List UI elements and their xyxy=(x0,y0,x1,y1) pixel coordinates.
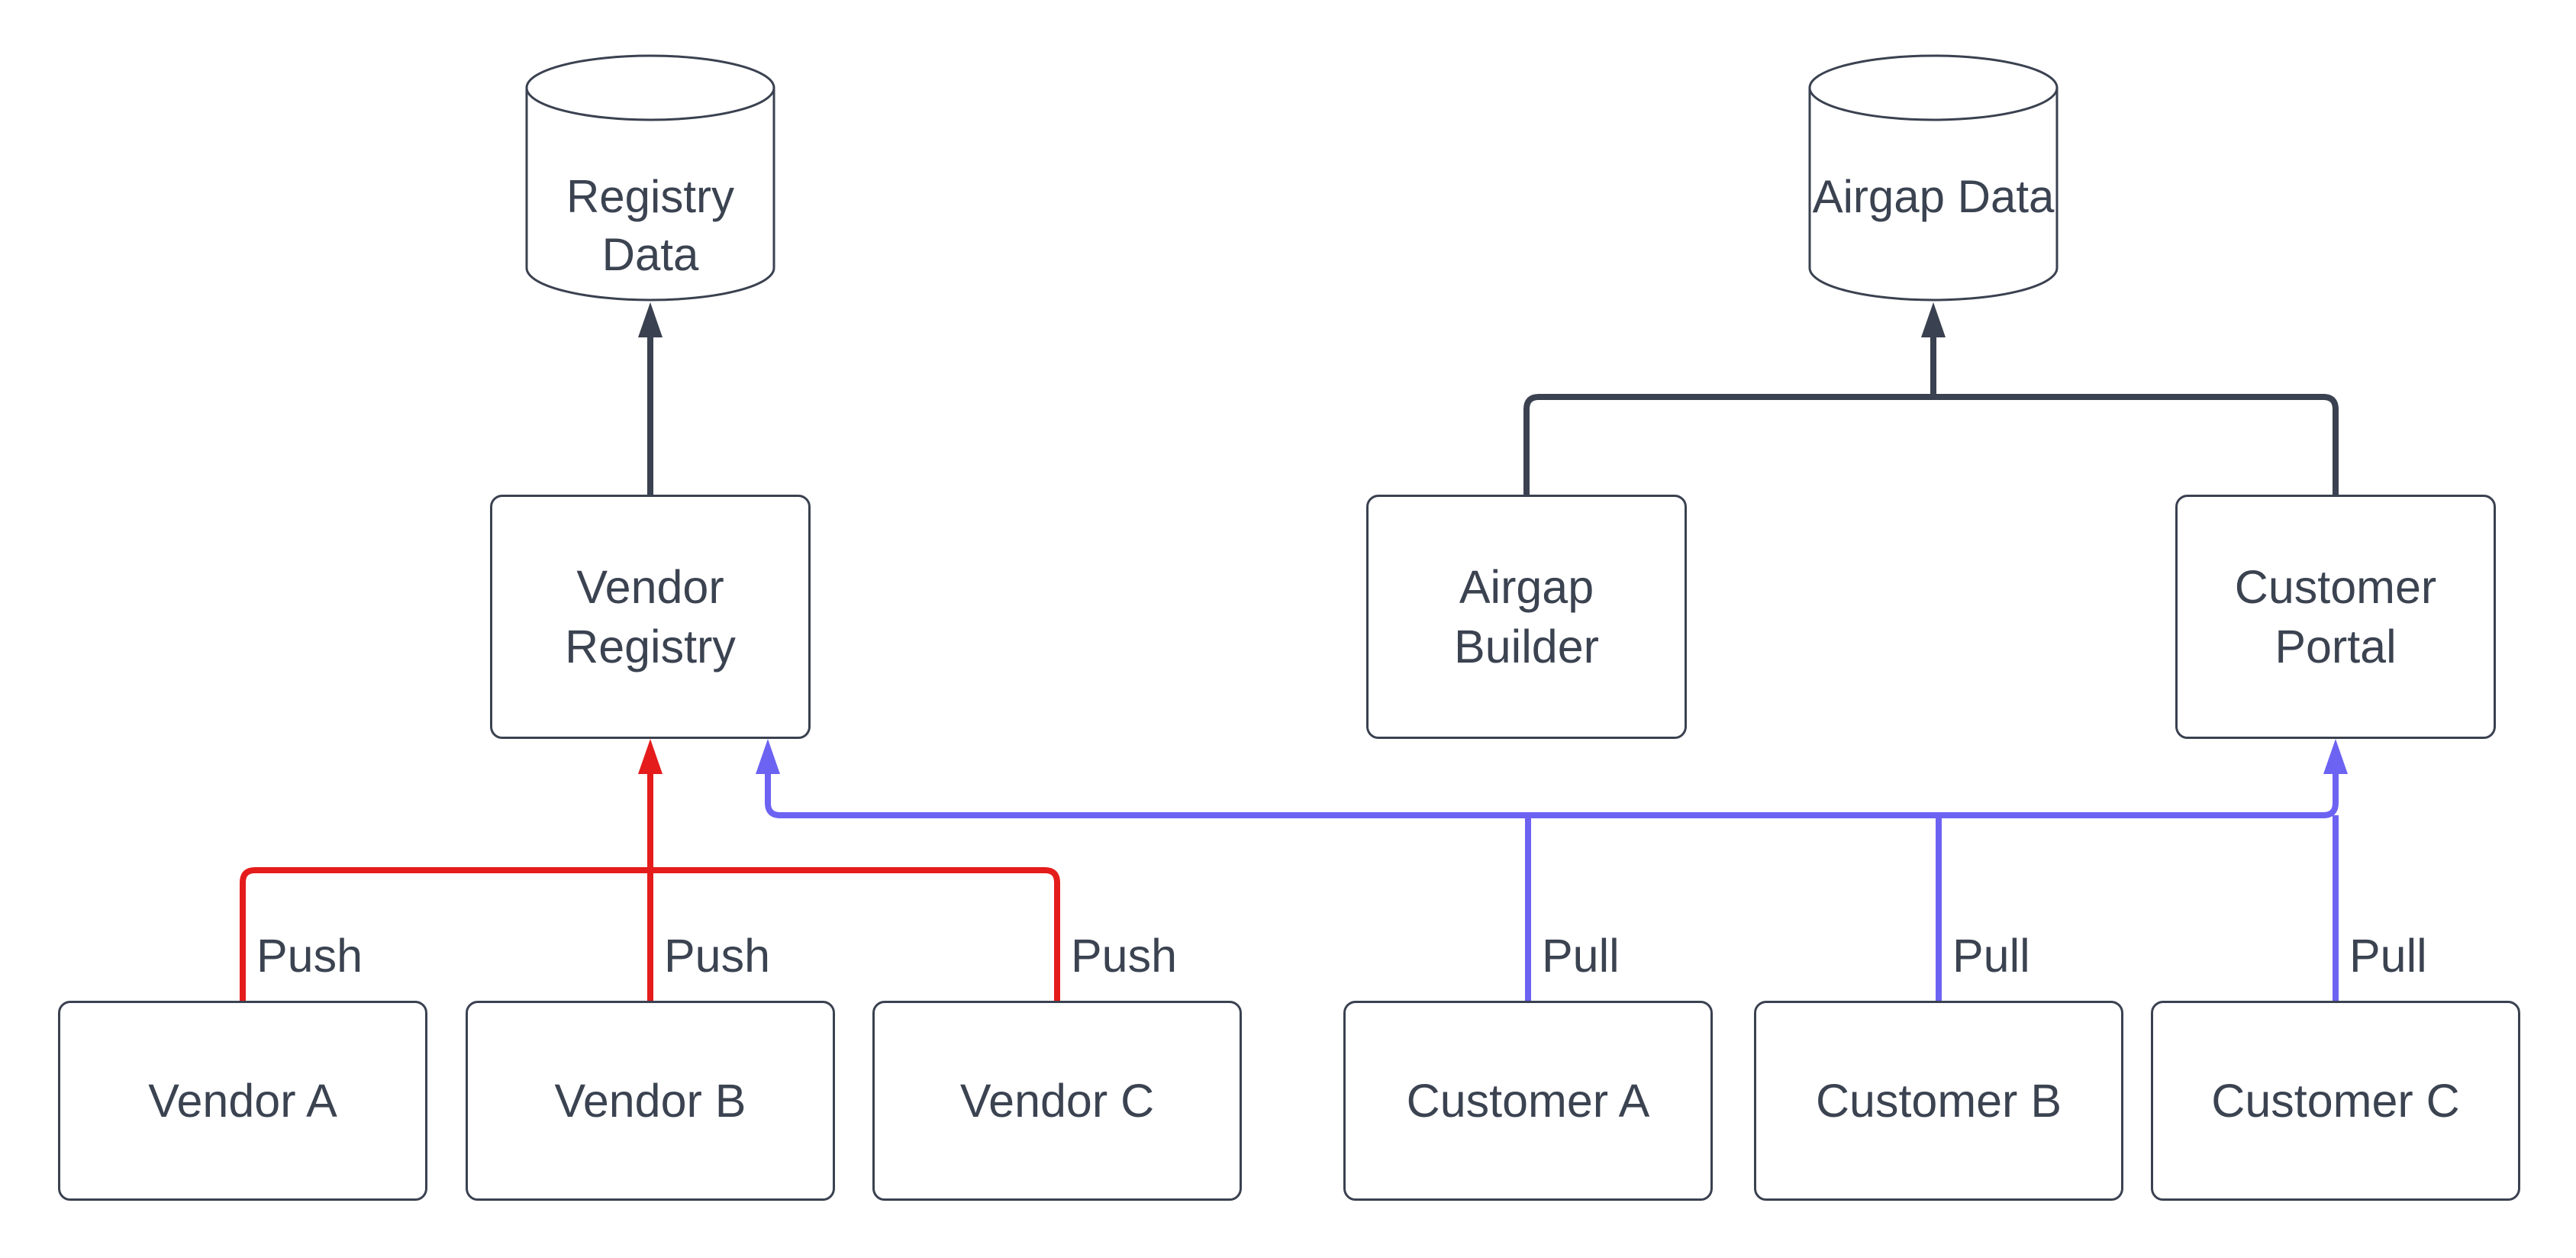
arrowhead-pull-vendor-registry xyxy=(756,739,780,774)
node-vendor-a: Vendor A xyxy=(58,1001,427,1201)
node-label-registry-data: Registry Data xyxy=(527,168,774,284)
arrowhead-push-vendor-registry xyxy=(638,739,663,774)
edge-pull-main-rail xyxy=(765,773,2339,818)
node-label-airgap-data: Airgap Data xyxy=(1810,168,2057,226)
airgap-builder-label: Airgap Builder xyxy=(1454,557,1599,676)
edge-label-pull-customer-c: Pull xyxy=(2349,930,2427,982)
vendor-registry-line2: Registry xyxy=(565,621,736,673)
arrowhead-registry-data xyxy=(638,302,663,337)
vendor-registry-line1: Vendor xyxy=(576,561,724,613)
edge-builder-portal-connector xyxy=(1523,394,2339,495)
node-customer-portal: Customer Portal xyxy=(2175,495,2496,739)
edge-vendor-a-c-push-rail xyxy=(240,867,1060,1001)
registry-data-line2: Data xyxy=(601,229,699,280)
customer-portal-line1: Customer xyxy=(2234,561,2437,613)
node-vendor-c: Vendor C xyxy=(872,1001,1242,1201)
customer-a-label: Customer A xyxy=(1406,1075,1650,1127)
airgap-data-line2: Data xyxy=(1957,171,2055,222)
node-customer-b: Customer B xyxy=(1754,1001,2123,1201)
node-customer-c: Customer C xyxy=(2151,1001,2520,1201)
edge-label-pull-customer-b: Pull xyxy=(1952,930,2030,982)
node-airgap-builder: Airgap Builder xyxy=(1366,495,1687,739)
vendor-registry-label: Vendor Registry xyxy=(565,557,736,676)
customer-portal-line2: Portal xyxy=(2275,621,2397,673)
airgap-builder-line2: Builder xyxy=(1454,621,1599,673)
vendor-a-label: Vendor A xyxy=(148,1075,337,1127)
arrowhead-pull-customer-portal xyxy=(2323,739,2348,774)
edge-label-pull-customer-a: Pull xyxy=(1542,930,1620,982)
node-customer-a: Customer A xyxy=(1343,1001,1713,1201)
airgap-builder-line1: Airgap xyxy=(1459,561,1594,613)
registry-data-line1: Registry xyxy=(566,171,735,222)
edge-label-push-vendor-c: Push xyxy=(1071,930,1178,982)
edge-label-push-vendor-a: Push xyxy=(256,930,363,982)
edge-label-push-vendor-b: Push xyxy=(664,930,771,982)
cylinder-registry-data xyxy=(525,54,775,302)
node-vendor-registry: Vendor Registry xyxy=(490,495,811,739)
customer-portal-label: Customer Portal xyxy=(2235,557,2436,676)
node-vendor-b: Vendor B xyxy=(466,1001,835,1201)
airgap-data-line1: Airgap xyxy=(1812,171,1945,222)
vendor-b-label: Vendor B xyxy=(554,1075,746,1127)
cylinder-airgap-data xyxy=(1808,54,2059,302)
arrowhead-airgap-data xyxy=(1921,302,1946,337)
vendor-c-label: Vendor C xyxy=(959,1075,1155,1127)
customer-b-label: Customer B xyxy=(1815,1075,2062,1127)
customer-c-label: Customer C xyxy=(2211,1075,2460,1127)
